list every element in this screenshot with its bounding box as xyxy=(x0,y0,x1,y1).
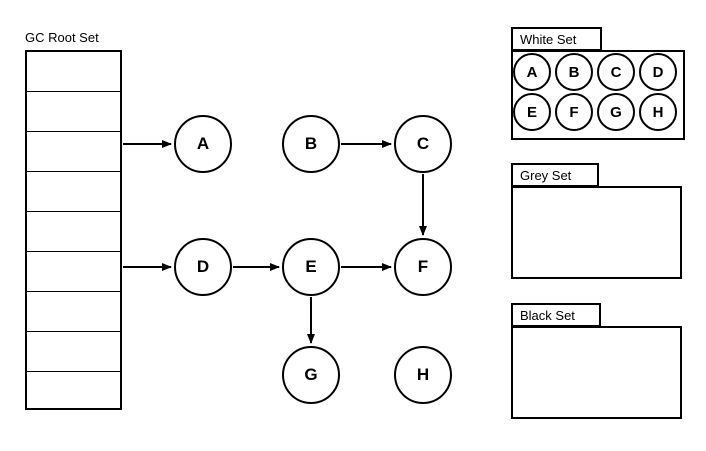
root-cell-3[interactable] xyxy=(27,132,120,172)
gc-root-set-label: GC Root Set xyxy=(25,30,99,45)
white-set-row-2: E F G H xyxy=(513,93,677,131)
black-set-body[interactable] xyxy=(511,326,682,419)
graph-node-g[interactable]: G xyxy=(282,346,340,404)
grey-set-body[interactable] xyxy=(511,186,682,279)
white-set-chip-g[interactable]: G xyxy=(597,93,635,131)
root-cell-6[interactable] xyxy=(27,252,120,292)
gc-root-set-table xyxy=(25,50,122,410)
white-set-chip-f[interactable]: F xyxy=(555,93,593,131)
white-set-chip-h[interactable]: H xyxy=(639,93,677,131)
white-set-chip-b[interactable]: B xyxy=(555,53,593,91)
white-set-chip-a[interactable]: A xyxy=(513,53,551,91)
black-set-container: Black Set xyxy=(511,303,682,419)
graph-node-d[interactable]: D xyxy=(174,238,232,296)
graph-node-f[interactable]: F xyxy=(394,238,452,296)
graph-node-a[interactable]: A xyxy=(174,115,232,173)
graph-node-c[interactable]: C xyxy=(394,115,452,173)
white-set-container: White Set A B C D E F G H xyxy=(511,27,685,140)
white-set-label: White Set xyxy=(511,27,602,51)
root-cell-7[interactable] xyxy=(27,292,120,332)
root-cell-9[interactable] xyxy=(27,372,120,412)
black-set-label: Black Set xyxy=(511,303,601,327)
white-set-chip-c[interactable]: C xyxy=(597,53,635,91)
root-cell-4[interactable] xyxy=(27,172,120,212)
root-cell-2[interactable] xyxy=(27,92,120,132)
graph-node-b[interactable]: B xyxy=(282,115,340,173)
root-cell-8[interactable] xyxy=(27,332,120,372)
white-set-row-1: A B C D xyxy=(513,53,677,91)
graph-node-e[interactable]: E xyxy=(282,238,340,296)
grey-set-container: Grey Set xyxy=(511,163,682,279)
root-cell-5[interactable] xyxy=(27,212,120,252)
grey-set-label: Grey Set xyxy=(511,163,599,187)
graph-node-h[interactable]: H xyxy=(394,346,452,404)
root-cell-1[interactable] xyxy=(27,52,120,92)
white-set-chip-e[interactable]: E xyxy=(513,93,551,131)
white-set-chip-d[interactable]: D xyxy=(639,53,677,91)
